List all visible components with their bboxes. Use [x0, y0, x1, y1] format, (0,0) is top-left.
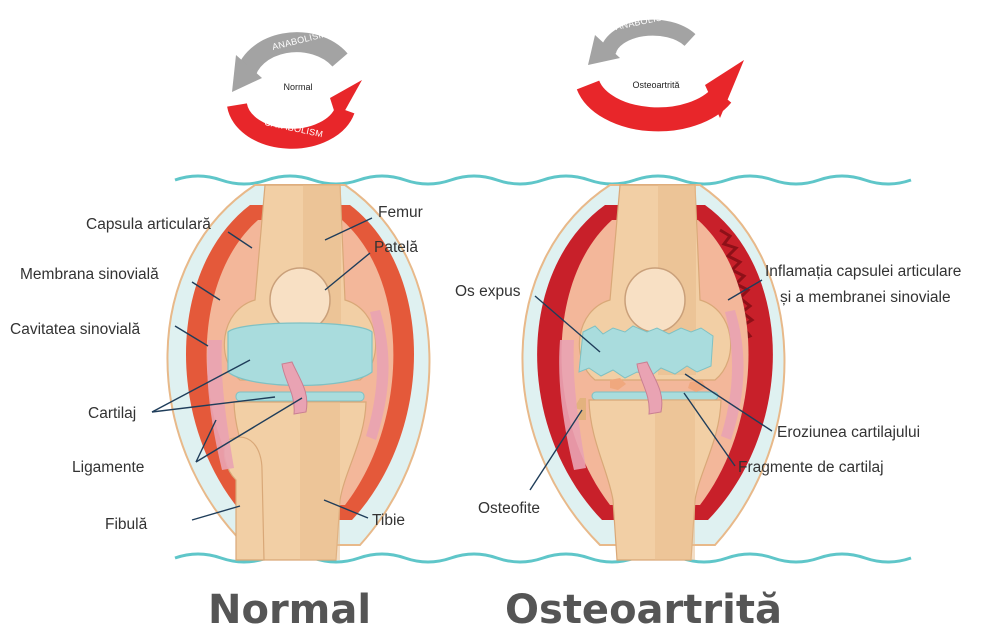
label-inflamatia-line1: Inflamația capsulei articulare [765, 263, 961, 280]
label-cavitatea: Cavitatea sinovială [10, 321, 140, 338]
label-tibie: Tibie [372, 512, 405, 529]
oa-patella [625, 268, 685, 332]
oa-cycle-catabolism-text: CATABOLISM [613, 129, 674, 149]
label-membrana: Membrana sinovială [20, 266, 159, 283]
oa-knee [522, 185, 784, 560]
label-capsula: Capsula articulară [86, 216, 211, 233]
label-os-expus: Os expus [455, 283, 521, 300]
label-fibula: Fibulă [105, 516, 148, 533]
anabolism-arc [245, 42, 340, 78]
normal-cycle-center-text: Normal [283, 82, 312, 92]
label-cartilaj: Cartilaj [88, 405, 136, 422]
label-patela: Patelă [374, 239, 418, 256]
normal-tibia-shade [300, 402, 340, 560]
label-femur: Femur [378, 204, 423, 221]
oa-cycle: ANABOLISM CATABOLISM Osteoartrită [588, 11, 744, 150]
oa-anabolism-arc [608, 28, 690, 52]
normal-cycle: ANABOLISM CATABOLISM Normal [232, 29, 362, 139]
label-eroziunea: Eroziunea cartilajului [777, 424, 920, 441]
label-inflamatia-line2: și a membranei sinoviale [780, 289, 951, 306]
oa-catabolism-arc [588, 85, 722, 119]
label-fragmente: Fragmente de cartilaj [738, 459, 884, 476]
label-ligamente: Ligamente [72, 459, 144, 476]
normal-cartilage [228, 323, 372, 386]
title-normal: Normal [208, 587, 371, 633]
top-wave-line [175, 176, 911, 184]
title-osteoartrita: Osteoartrită [505, 587, 782, 633]
oa-tibia-shade [655, 400, 695, 560]
oa-cycle-center-text: Osteoartrită [632, 80, 679, 90]
label-osteofite: Osteofite [478, 500, 540, 517]
